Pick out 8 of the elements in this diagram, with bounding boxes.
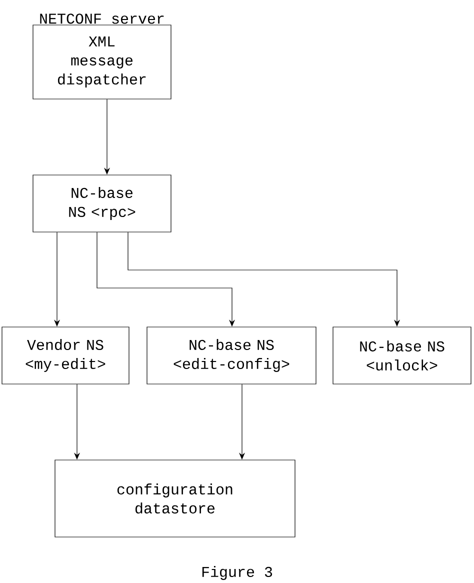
process-box: NETCONF server XML message dispatcher [32, 14, 172, 100]
process-box: NC-base NS <unlock> [332, 326, 472, 384]
process-box: NC-base NS <edit-config> [146, 326, 316, 384]
process-box: configuration datastore [54, 460, 296, 538]
figure-caption: Figure 3 [202, 566, 272, 580]
process-box: NC-base NS <rpc> [32, 174, 172, 232]
node-label: NETCONF server [40, 14, 164, 24]
process-box: Vendor NS <my-edit> [2, 326, 130, 384]
